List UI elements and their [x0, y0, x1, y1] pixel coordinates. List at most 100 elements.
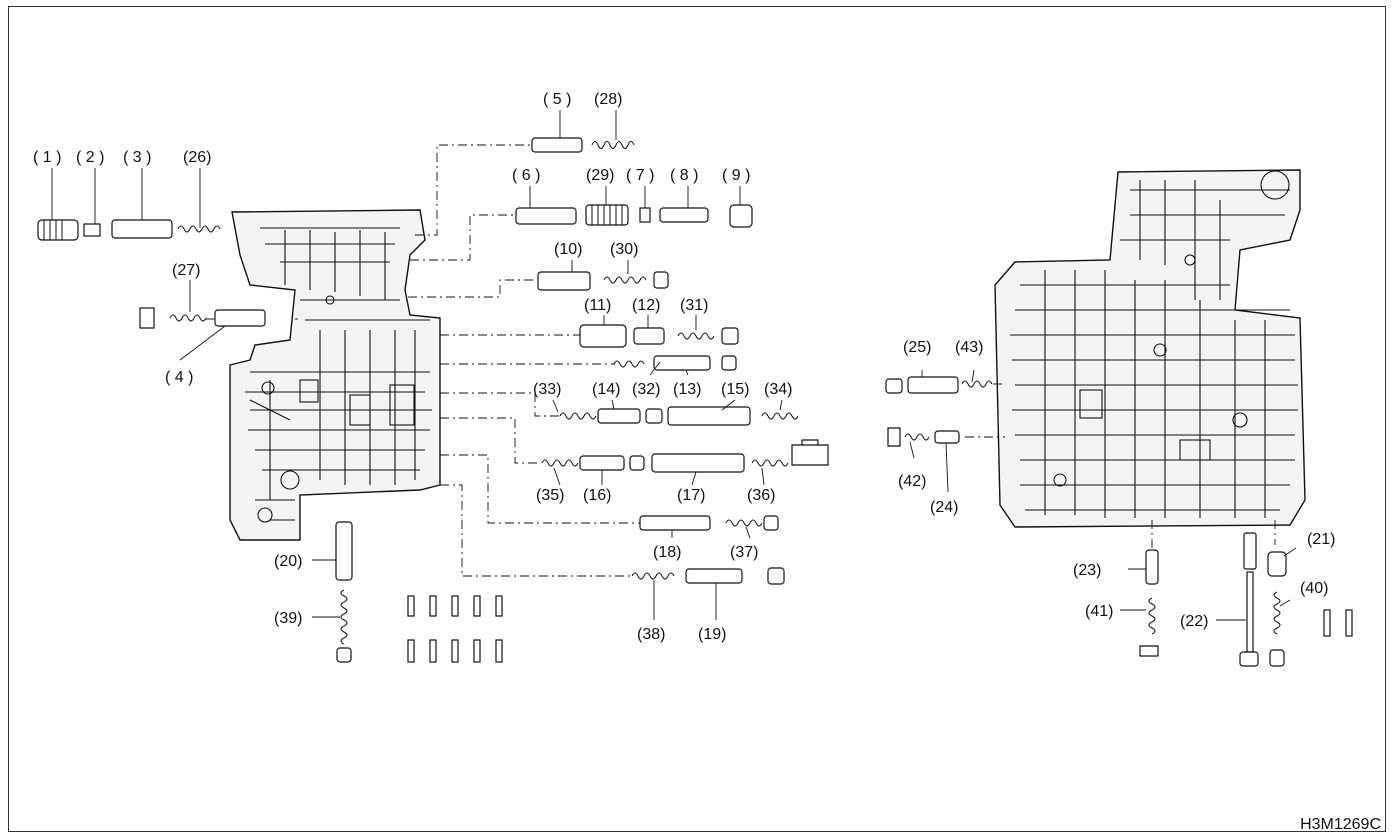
plug-16: [629, 455, 645, 471]
part-14-valve: [597, 408, 641, 424]
label-32: (32): [632, 381, 660, 398]
label-5: ( 5 ): [543, 91, 571, 108]
pin-b: [1345, 609, 1353, 637]
label-22: (22): [1180, 613, 1208, 630]
label-42: (42): [898, 473, 926, 490]
part-30-spring: [603, 276, 647, 284]
label-3: ( 3 ): [123, 149, 151, 166]
part-1-sleeve: [37, 219, 79, 241]
label-21: (21): [1307, 531, 1335, 548]
label-15: (15): [721, 381, 749, 398]
label-30: (30): [610, 241, 638, 258]
label-9: ( 9 ): [722, 167, 750, 184]
part-29-spring: [585, 204, 629, 226]
part-16-valve: [579, 455, 625, 471]
part-34-spring: [761, 412, 799, 420]
plug-after-30: [653, 271, 669, 289]
label-43: (43): [955, 339, 983, 356]
label-35: (35): [536, 487, 564, 504]
label-19: (19): [698, 626, 726, 643]
label-39: (39): [274, 610, 302, 627]
label-38: (38): [637, 626, 665, 643]
part-28-spring: [591, 141, 635, 149]
part-32-spring: [613, 360, 645, 368]
plug-after-19: [767, 567, 785, 585]
plug-after-37: [763, 515, 779, 531]
label-2: ( 2 ): [76, 149, 104, 166]
part-25-valve: [907, 376, 959, 394]
plug-after-31: [721, 327, 739, 345]
part-2-plug: [83, 223, 101, 237]
label-1: ( 1 ): [33, 149, 61, 166]
part-6-valve: [515, 207, 577, 225]
part-11-sleeve: [579, 324, 627, 348]
part-43-spring: [961, 380, 993, 388]
label-11: (11): [584, 297, 611, 314]
part-23-valve: [1145, 549, 1159, 585]
part-7-retainer: [639, 207, 651, 223]
part-18-valve: [639, 515, 711, 531]
detent-plate: [791, 439, 829, 466]
label-23: (23): [1073, 562, 1101, 579]
label-8: ( 8 ): [670, 167, 698, 184]
label-13: (13): [673, 381, 701, 398]
part-4-valve: [214, 309, 266, 327]
part-22-cap: [1239, 651, 1259, 667]
diagram-frame: [8, 6, 1386, 832]
part-38-spring: [631, 572, 675, 580]
pin-a: [1323, 609, 1331, 637]
label-14: (14): [592, 381, 620, 398]
part-3-valve: [111, 219, 173, 239]
label-24: (24): [930, 499, 958, 516]
label-7: ( 7 ): [626, 167, 654, 184]
plug-25: [885, 378, 903, 394]
figure-code: H3M1269C: [1300, 816, 1381, 833]
part-12-valve: [633, 327, 665, 345]
plug-14: [645, 408, 663, 424]
label-16: (16): [583, 487, 611, 504]
part-5-valve: [531, 137, 583, 153]
parts-right: [885, 376, 1353, 667]
label-40: (40): [1300, 580, 1328, 597]
pin-set: [407, 595, 503, 663]
part-17-valve: [651, 453, 745, 473]
label-26: (26): [183, 149, 211, 166]
label-37: (37): [730, 544, 758, 561]
label-17: (17): [677, 487, 705, 504]
clip-41: [1139, 645, 1159, 657]
label-34: (34): [764, 381, 792, 398]
part-22-upper: [1243, 532, 1257, 570]
part-31-spring: [677, 332, 715, 340]
part-40-spring: [1273, 591, 1281, 635]
part-37-spring: [725, 519, 763, 527]
part-9-plug: [729, 204, 753, 228]
plug-40: [1269, 649, 1285, 667]
assembly-lines: [205, 144, 1276, 577]
part-26-spring: [177, 225, 221, 233]
label-28: (28): [594, 91, 622, 108]
part-21-plug: [1267, 551, 1287, 577]
part-labels: ( 1 ) ( 2 ) ( 3 ) (26) ( 5 ) (28) ( 6 ) …: [33, 91, 1335, 643]
label-33: (33): [533, 381, 561, 398]
part-36-spring: [751, 459, 789, 467]
plug-after-13: [721, 355, 737, 371]
upper-valve-body-left: [229, 209, 441, 541]
lower-valve-body-right: [994, 169, 1306, 528]
label-18: (18): [653, 544, 681, 561]
part-19-valve: [685, 568, 743, 584]
label-12: (12): [632, 297, 660, 314]
leader-lines: [51, 110, 1297, 621]
label-6: ( 6 ): [512, 167, 540, 184]
part-15-valve: [667, 406, 751, 426]
part-39-spring: [340, 589, 348, 645]
plug-39: [336, 647, 352, 663]
label-27: (27): [172, 262, 200, 279]
label-10: (10): [554, 241, 582, 258]
label-4: ( 4 ): [165, 369, 193, 386]
label-20: (20): [274, 553, 302, 570]
label-29: (29): [586, 167, 614, 184]
pin-42: [887, 427, 901, 447]
parts-left: [37, 137, 829, 663]
